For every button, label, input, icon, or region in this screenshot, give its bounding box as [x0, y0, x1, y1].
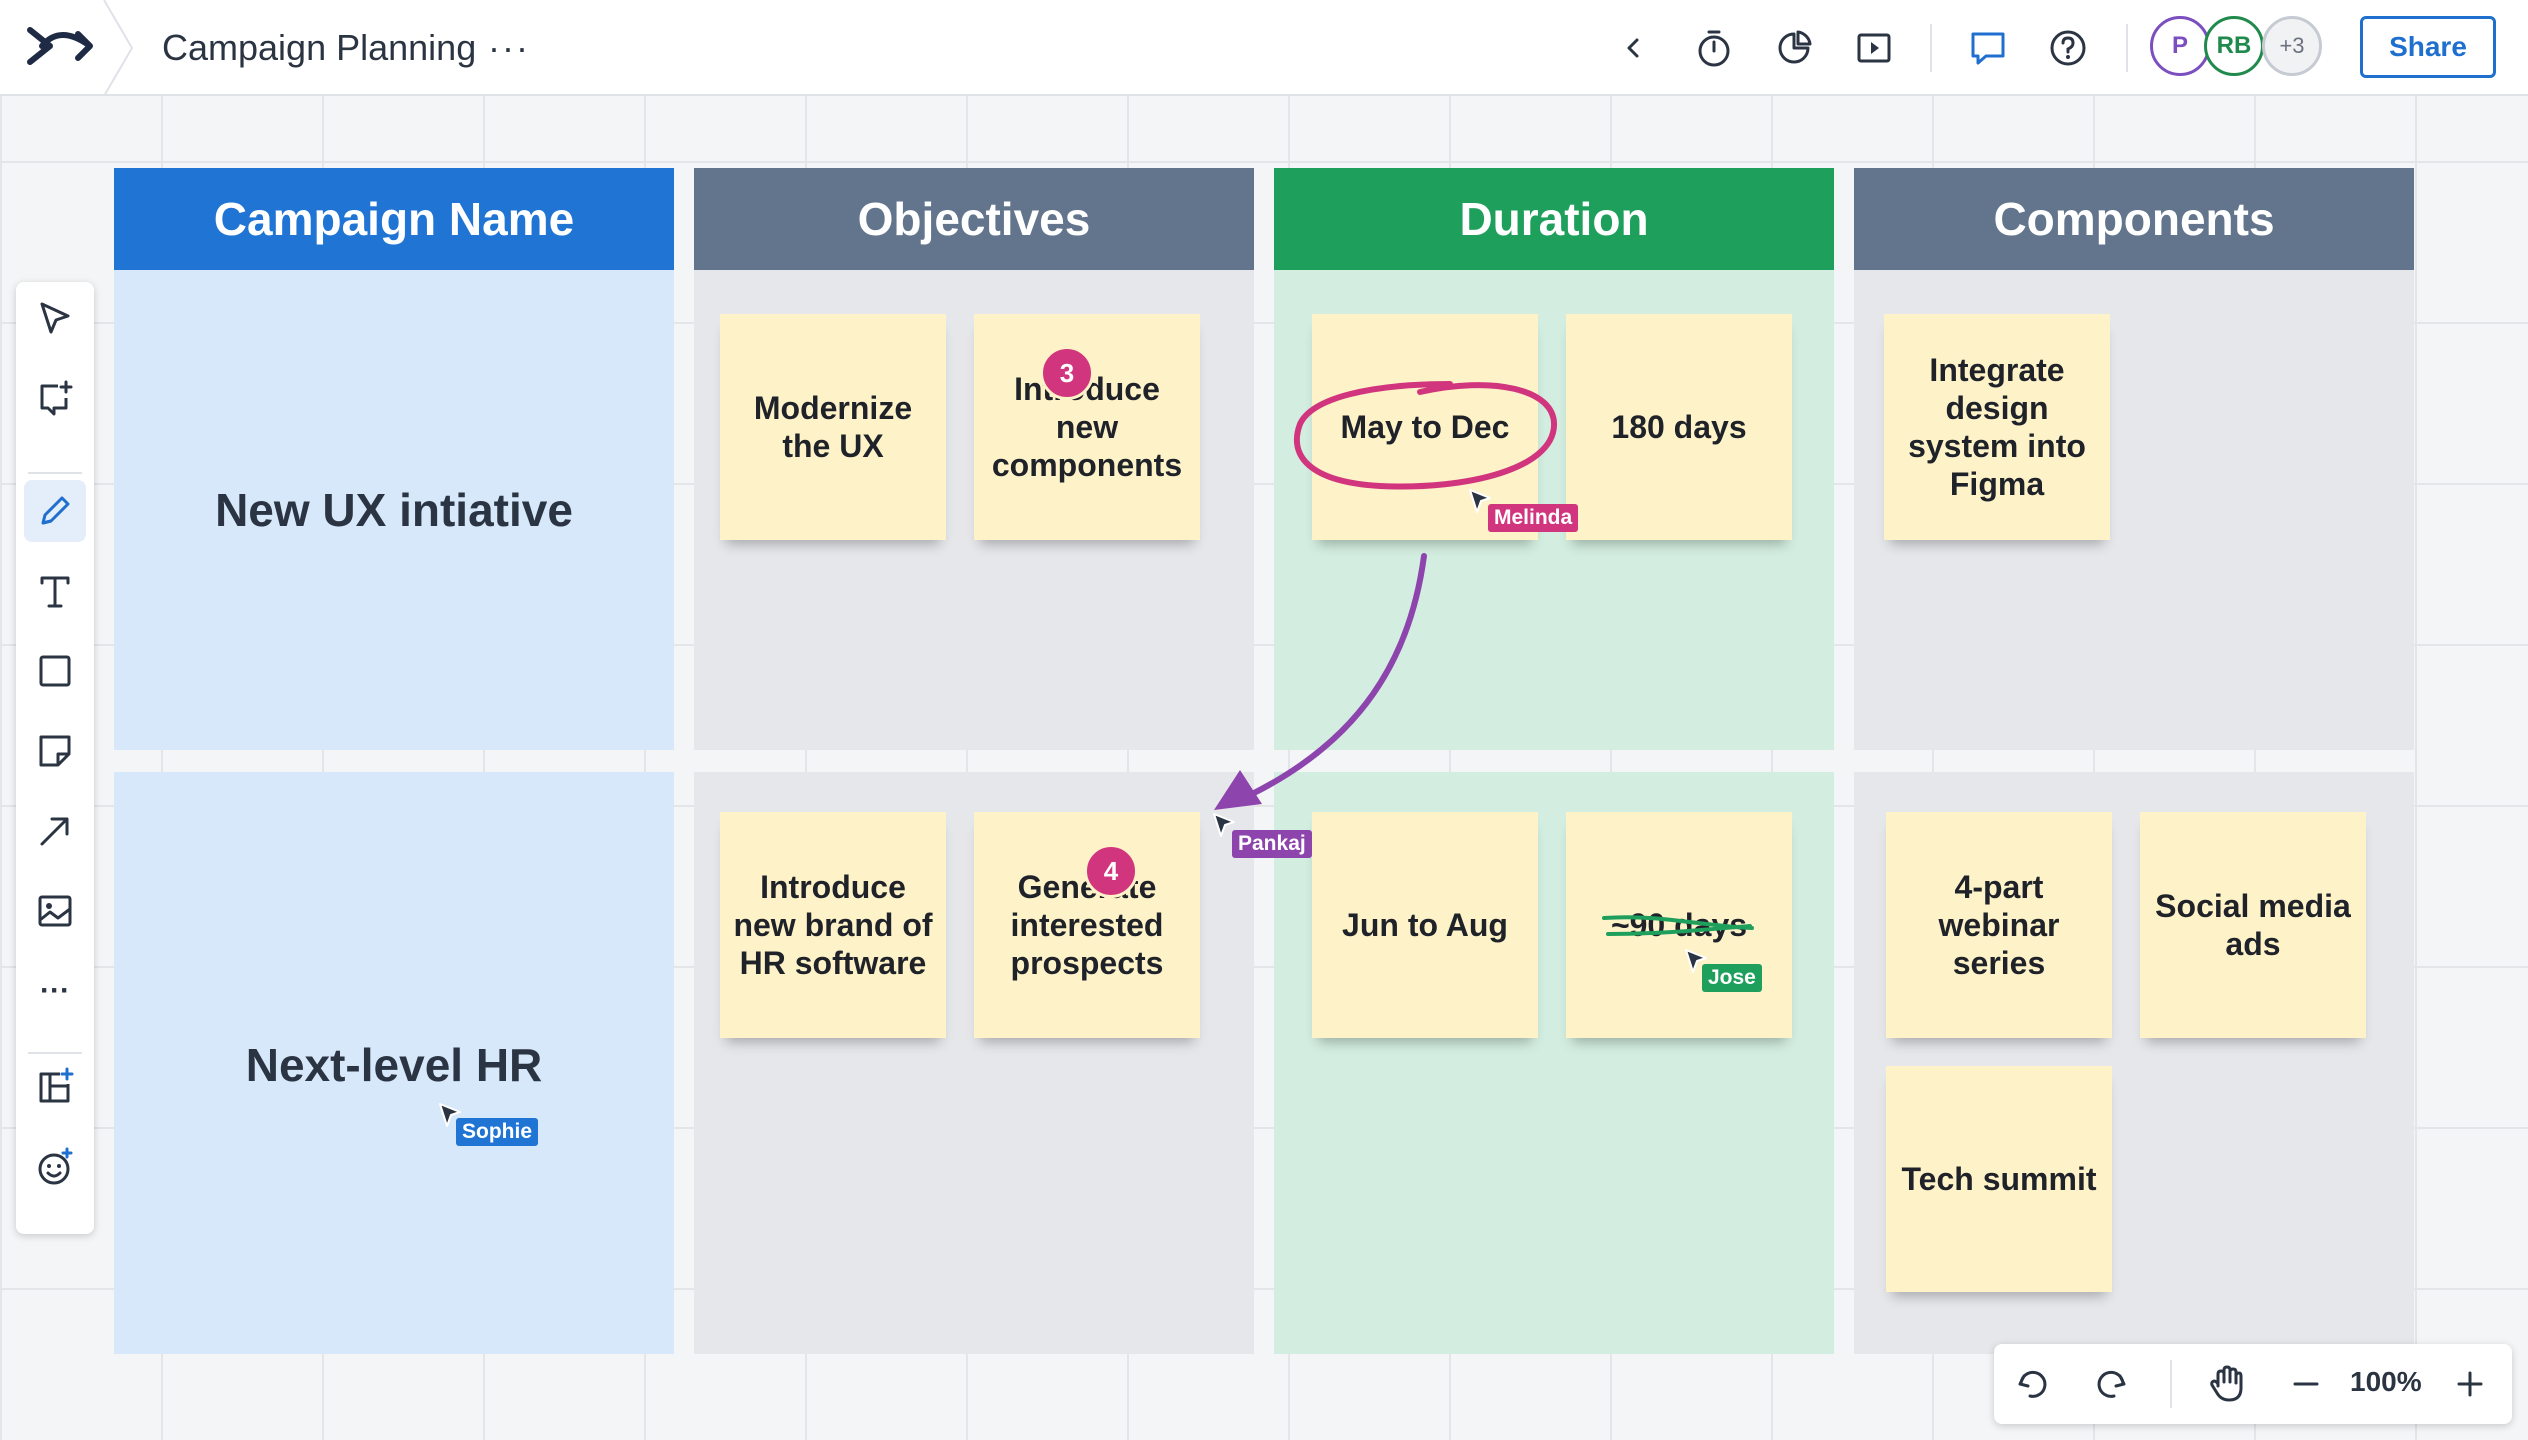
sticky-note[interactable]: 180 days — [1566, 314, 1792, 540]
cursor-icon — [1213, 813, 1235, 837]
cell-row1-campaign — [114, 270, 674, 750]
pink-circle-drawing — [1293, 381, 1558, 490]
comment-badge[interactable]: 4 — [1084, 844, 1138, 898]
avatar-more[interactable]: +3 — [2262, 16, 2322, 76]
sticky-note[interactable]: Jun to Aug — [1312, 812, 1538, 1038]
row-label-new-ux[interactable]: New UX intiative — [215, 484, 573, 536]
zoom-in-icon[interactable] — [2448, 1362, 2492, 1406]
sticky-note[interactable]: Introduce new components — [974, 314, 1200, 540]
more-tools-icon[interactable]: ··· — [40, 974, 70, 1007]
toolbar-divider — [2170, 1360, 2172, 1408]
shape-icon[interactable] — [32, 648, 78, 694]
sticky-note[interactable]: Tech summit — [1886, 1066, 2112, 1292]
sticky-note[interactable]: May to Dec — [1312, 314, 1538, 540]
undo-icon[interactable] — [2010, 1362, 2054, 1406]
reactions-icon[interactable] — [32, 1144, 78, 1190]
comment-badge[interactable]: 3 — [1040, 346, 1094, 400]
purple-arrowhead — [1214, 770, 1262, 810]
help-icon[interactable] — [2046, 26, 2090, 70]
row-label-next-level-hr[interactable]: Next-level HR — [245, 1039, 543, 1091]
sticky-note-icon[interactable] — [32, 728, 78, 774]
cursor-label-jose: Jose — [1702, 964, 1762, 992]
purple-arrow-drawing — [1249, 553, 1427, 797]
comment-icon[interactable] — [1966, 26, 2010, 70]
select-icon[interactable] — [32, 296, 78, 342]
cursor-label-sophie: Sophie — [456, 1118, 539, 1146]
toolbar-divider — [28, 472, 82, 474]
toolbar-divider — [28, 1052, 82, 1054]
pen-icon[interactable] — [24, 480, 86, 542]
cell-row2-campaign — [114, 772, 674, 1354]
zoom-out-icon[interactable] — [2284, 1362, 2328, 1406]
column-header-components[interactable]: Components — [1854, 168, 2414, 270]
image-icon[interactable] — [32, 888, 78, 934]
sticky-note[interactable]: Introduce new brand of HR software — [720, 812, 946, 1038]
breadcrumb-separator — [103, 0, 134, 96]
hand-pan-icon[interactable] — [2204, 1362, 2248, 1406]
title-more-icon[interactable]: ··· — [488, 27, 530, 68]
column-header-objectives[interactable]: Objectives — [694, 168, 1254, 270]
top-bar: Campaign Planning ··· P RB +3 Share — [0, 0, 2528, 96]
left-toolbar: ··· — [16, 282, 94, 1234]
arrow-icon[interactable] — [32, 808, 78, 854]
sticky-note[interactable]: Integrate design system into Figma — [1884, 314, 2110, 540]
collapse-icon[interactable] — [1612, 26, 1656, 70]
sticky-note[interactable]: Social media ads — [2140, 812, 2366, 1038]
logo-icon — [27, 27, 93, 65]
cursor-icon — [1685, 949, 1707, 973]
cursor-label-pankaj: Pankaj — [1232, 830, 1312, 858]
column-header-duration[interactable]: Duration — [1274, 168, 1834, 270]
avatar-p[interactable]: P — [2150, 16, 2210, 76]
app-logo[interactable] — [0, 0, 116, 94]
sticky-note[interactable]: 4-part webinar series — [1886, 812, 2112, 1038]
timer-icon[interactable] — [1692, 26, 1736, 70]
column-header-campaign-name[interactable]: Campaign Name — [114, 168, 674, 270]
cursor-icon — [1469, 489, 1491, 513]
board-title[interactable]: Campaign Planning — [162, 27, 477, 68]
present-icon[interactable] — [1852, 26, 1896, 70]
pie-chart-icon[interactable] — [1772, 26, 1816, 70]
zoom-bar: 100% — [1994, 1344, 2512, 1424]
toolbar-divider — [1930, 24, 1932, 72]
templates-icon[interactable] — [32, 1064, 78, 1110]
zoom-level[interactable]: 100% — [2350, 1366, 2422, 1397]
text-icon[interactable] — [32, 568, 78, 614]
cursor-label-melinda: Melinda — [1488, 504, 1579, 532]
redo-icon[interactable] — [2090, 1362, 2134, 1406]
toolbar-divider — [2126, 24, 2128, 72]
green-strike-drawing — [1606, 924, 1752, 936]
share-button[interactable]: Share — [2360, 16, 2496, 78]
cursor-icon — [439, 1103, 461, 1127]
add-frame-icon[interactable] — [32, 376, 78, 422]
sticky-note[interactable]: Modernize the UX — [720, 314, 946, 540]
